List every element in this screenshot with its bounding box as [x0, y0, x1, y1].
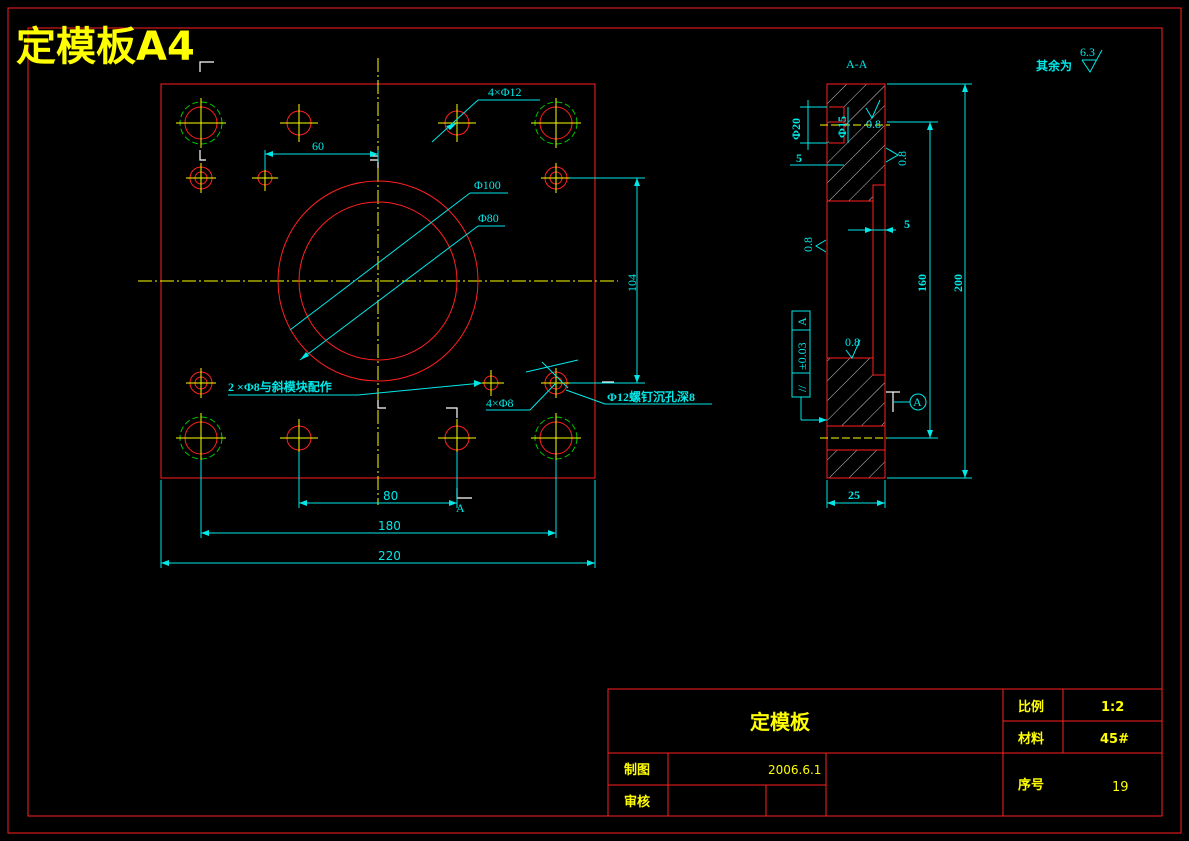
roughness-1: 0.8: [866, 117, 881, 131]
callout-4x-phi8: 4×Φ8: [486, 396, 514, 410]
surface-note-label: 其余为: [1036, 58, 1072, 73]
tolerance-frame: [791, 310, 827, 423]
scale-label: 比例: [1018, 699, 1044, 715]
callout-4x-phi12: 4×Φ12: [488, 85, 522, 99]
dim-60: [264, 150, 379, 170]
dim-25: 25: [848, 488, 860, 502]
big-title: 定模板A4: [16, 24, 195, 70]
title-block: [607, 688, 1163, 817]
hatch-base: [827, 450, 885, 478]
counterbore-holes: [186, 163, 571, 398]
material-value: 45#: [1100, 732, 1129, 747]
scale-value: 1:2: [1101, 700, 1124, 715]
dim-phi15: Φ15: [835, 116, 849, 138]
dim-220-label: 220: [378, 549, 401, 563]
surface-note-value: 6.3: [1080, 45, 1095, 59]
roughness-symbol: [1081, 49, 1103, 73]
roughness-3: 0.8: [801, 237, 815, 252]
callout-phi100: Φ100: [474, 178, 501, 192]
tolerance-symbol: //: [795, 385, 809, 392]
roughness-2: 0.8: [895, 151, 909, 166]
dim-80: [298, 452, 458, 508]
datum-circle: [909, 393, 927, 411]
datum-label: A: [913, 395, 922, 409]
callout-phi80: Φ80: [478, 211, 499, 225]
section-title: A-A: [846, 57, 868, 71]
part-name: 定模板: [750, 710, 811, 734]
callout-2x-phi8: 2 ×Φ8与斜模块配作: [228, 379, 332, 394]
material-label: 材料: [1018, 731, 1044, 747]
drawn-label: 制图: [624, 762, 650, 778]
dim-80-label: 80: [383, 489, 398, 503]
dim-104-label: 104: [625, 274, 639, 292]
dim-160: 160: [915, 274, 929, 292]
seq-value: 19: [1112, 780, 1129, 795]
check-label: 审核: [624, 794, 650, 810]
corner-holes: [176, 98, 581, 463]
dim-220: [160, 480, 596, 568]
roughness-4: 0.8: [845, 335, 860, 349]
dim-phi20: Φ20: [789, 118, 803, 140]
bore-phi100: [277, 180, 479, 382]
inner-frame: [27, 27, 1163, 817]
seq-label: 序号: [1018, 777, 1044, 793]
dim-60-label: 60: [312, 139, 324, 153]
outer-frame: [7, 7, 1182, 834]
dim-200: 200: [951, 274, 965, 292]
callout-screw-counterbore: Φ12螺钉沉孔深8: [607, 389, 695, 404]
dim-180-label: 180: [378, 519, 401, 533]
leader-lines: [228, 99, 712, 411]
section-outline: [826, 83, 886, 479]
tolerance-value: ±0.03: [795, 342, 809, 370]
dim-5-left: 5: [796, 151, 802, 165]
bore-phi80: [298, 201, 458, 361]
front-view: A 60 104 80: [138, 58, 712, 568]
dim-180: [200, 460, 557, 538]
dim-5-right: 5: [904, 217, 910, 231]
drawn-date: 2006.6.1: [768, 763, 821, 777]
section-mark-a: A: [456, 501, 465, 515]
dim-104: [570, 177, 645, 384]
tolerance-datum: A: [795, 317, 809, 326]
section-view: A-A Φ20 Φ15 5: [789, 57, 972, 508]
